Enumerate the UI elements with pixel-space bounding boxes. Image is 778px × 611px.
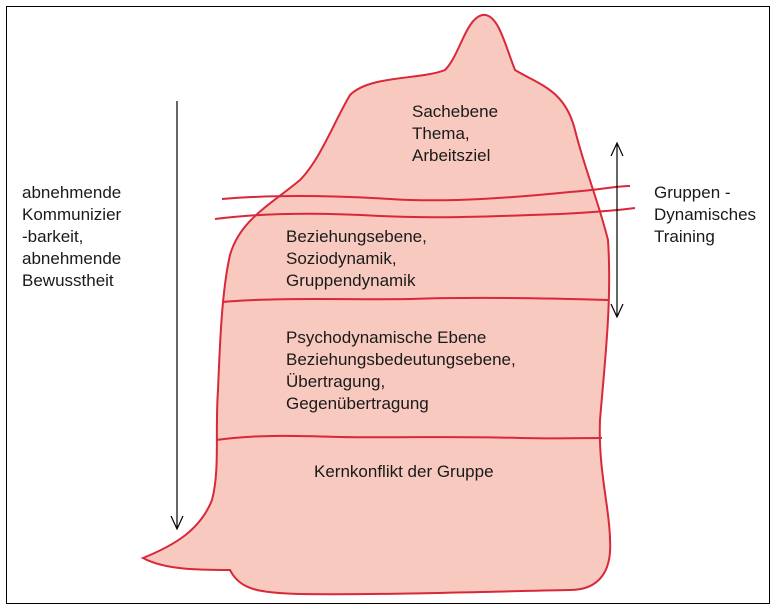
label-psychodynamic-layer: Psychodynamische Ebene Beziehungsbedeutu… (286, 327, 516, 415)
relationship-line-3: Gruppendynamik (286, 270, 427, 292)
left-axis-label: abnehmende Kommunizier -barkeit, abnehme… (22, 182, 121, 292)
left-axis-line-5: Bewusstheit (22, 270, 121, 292)
top-layer-line-2: Thema, (412, 123, 498, 145)
left-axis-line-2: Kommunizier (22, 204, 121, 226)
psychodynamic-line-4: Gegenübertragung (286, 393, 516, 415)
left-axis-line-4: abnehmende (22, 248, 121, 270)
label-top-layer: Sachebene Thema, Arbeitsziel (412, 101, 498, 167)
label-relationship-layer: Beziehungsebene, Soziodynamik, Gruppendy… (286, 226, 427, 292)
right-axis-line-2: Dynamisches (654, 204, 756, 226)
relationship-line-1: Beziehungsebene, (286, 226, 427, 248)
left-axis-line-1: abnehmende (22, 182, 121, 204)
psychodynamic-line-2: Beziehungsbedeutungsebene, (286, 349, 516, 371)
psychodynamic-line-1: Psychodynamische Ebene (286, 327, 516, 349)
relationship-line-2: Soziodynamik, (286, 248, 427, 270)
top-layer-line-1: Sachebene (412, 101, 498, 123)
right-axis-label: Gruppen - Dynamisches Training (654, 182, 756, 248)
psychodynamic-line-3: Übertragung, (286, 371, 516, 393)
left-axis-line-3: -barkeit, (22, 226, 121, 248)
right-axis-line-1: Gruppen - (654, 182, 756, 204)
core-line-1: Kernkonflikt der Gruppe (314, 461, 494, 483)
top-layer-line-3: Arbeitsziel (412, 145, 498, 167)
label-core-layer: Kernkonflikt der Gruppe (314, 461, 494, 483)
right-axis-line-3: Training (654, 226, 756, 248)
iceberg-shape (143, 15, 610, 594)
